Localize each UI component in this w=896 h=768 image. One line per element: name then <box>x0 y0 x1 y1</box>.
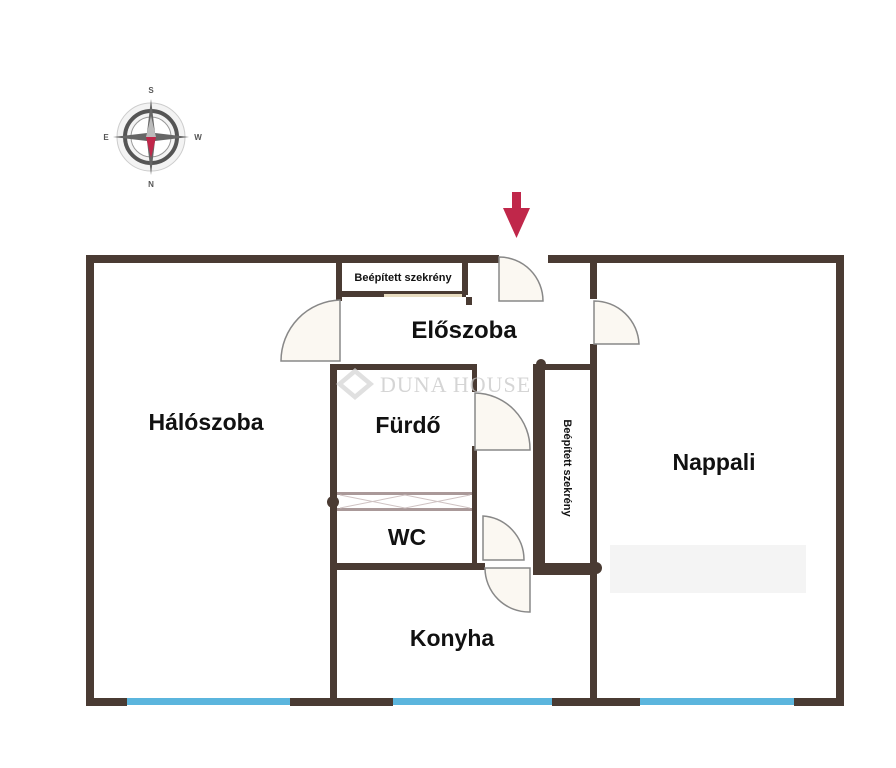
compass-letter-bottom: N <box>148 180 154 189</box>
window-living <box>640 698 794 705</box>
compass-letter-right: W <box>194 133 202 142</box>
windows <box>127 698 794 705</box>
closet-top-shelf <box>384 294 462 297</box>
kitchen-door-icon <box>484 567 531 613</box>
room-label-living: Nappali <box>672 449 755 475</box>
entrance-arrow-icon <box>503 192 530 238</box>
compass-letter-left: E <box>103 133 109 142</box>
room-label-bathroom: Fürdő <box>375 412 440 438</box>
living-door-icon <box>593 300 640 345</box>
watermark: DUNA HOUSE <box>336 368 531 400</box>
closet-label-side: Beépített szekrény <box>561 419 573 517</box>
doors <box>280 256 640 613</box>
walls <box>86 255 844 706</box>
partition-pattern <box>339 494 471 509</box>
bedroom-door-icon <box>280 299 341 362</box>
room-label-wc: WC <box>388 524 426 550</box>
compass-letter-top: S <box>148 86 154 95</box>
watermark-text: DUNA HOUSE <box>380 372 531 397</box>
window-bedroom <box>127 698 290 705</box>
image-patch <box>610 545 806 593</box>
window-kitchen <box>393 698 552 705</box>
closet-label-top: Beépített szekrény <box>354 272 452 284</box>
compass-icon: S N E W <box>103 86 202 189</box>
bathroom-door-icon <box>474 392 531 451</box>
room-label-hall: Előszoba <box>411 317 517 344</box>
room-label-kitchen: Konyha <box>410 625 495 651</box>
room-label-bedroom: Hálószoba <box>148 409 263 435</box>
entrance-door-icon <box>498 256 544 302</box>
wc-door-icon <box>482 515 525 561</box>
